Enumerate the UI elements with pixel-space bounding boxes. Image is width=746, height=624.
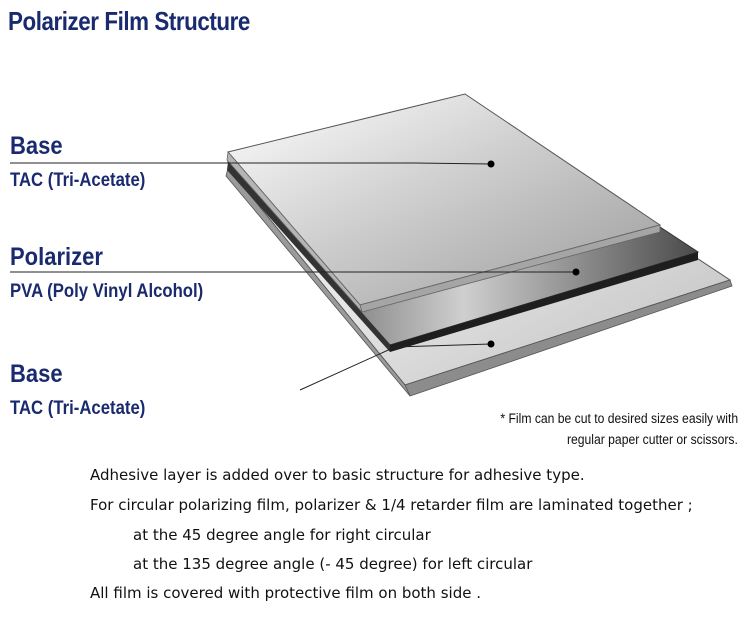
layer-label-bottom-material: TAC (Tri-Acetate) — [10, 398, 146, 419]
description-line-5: All film is covered with protective film… — [90, 584, 481, 602]
description-line-3: at the 45 degree angle for right circula… — [133, 526, 431, 544]
description-line-2: For circular polarizing film, polarizer … — [90, 496, 693, 514]
marker-dot-top — [487, 160, 495, 168]
description-line-1: Adhesive layer is added over to basic st… — [90, 466, 585, 484]
layer-label-polarizer-material: PVA (Poly Vinyl Alcohol) — [10, 281, 204, 302]
layer-label-polarizer-name: Polarizer — [10, 243, 103, 271]
layer-label-top-name: Base — [10, 132, 63, 160]
description-line-4: at the 135 degree angle (- 45 degree) fo… — [133, 555, 533, 573]
cut-note-line-2: regular paper cutter or scissors. — [567, 432, 738, 447]
layer-label-bottom-name: Base — [10, 360, 63, 388]
layer-label-top-material: TAC (Tri-Acetate) — [10, 170, 146, 191]
marker-dot-bottom — [487, 340, 495, 348]
cut-note-line-1: * Film can be cut to desired sizes easil… — [500, 411, 738, 426]
marker-dot-polarizer — [572, 268, 580, 276]
page-title: Polarizer Film Structure — [8, 6, 250, 36]
leader-lines — [10, 162, 576, 391]
